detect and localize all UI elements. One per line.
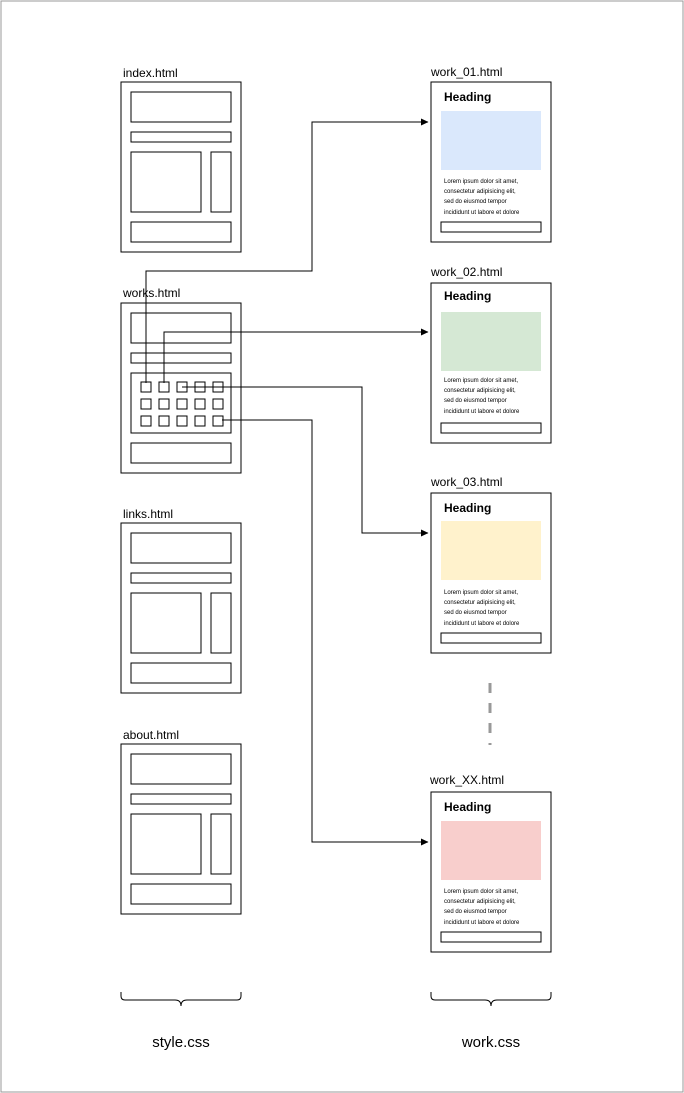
lorem-line: incididunt ut labore et dolore	[444, 920, 520, 926]
work-thumbnail	[212, 415, 224, 427]
lorem-line: consectetur adipisicing elit,	[444, 388, 516, 394]
page-work-03: work_03.html Heading Lorem ipsum dolor s…	[430, 475, 552, 654]
page-title-links: links.html	[123, 507, 173, 521]
page-frame	[430, 791, 552, 953]
footer-block	[440, 632, 542, 644]
main-block	[130, 151, 202, 213]
page-index: index.html	[120, 66, 242, 253]
page-title-about: about.html	[123, 728, 179, 742]
lorem-line: Lorem ipsum dolor sit amet,	[444, 889, 518, 895]
footer-block	[130, 883, 232, 905]
lorem-line: sed do eiusmod tempor	[444, 398, 507, 404]
page-work-01: work_01.html Heading Lorem ipsum dolor s…	[430, 65, 552, 243]
page-frame	[120, 743, 242, 915]
nav-block	[130, 572, 232, 584]
caption-work-css: work.css	[461, 1034, 520, 1051]
lorem-line: incididunt ut labore et dolore	[444, 210, 520, 216]
work-thumbnail	[176, 398, 188, 410]
nav-block	[130, 793, 232, 805]
page-frame	[120, 522, 242, 694]
work-heading: Heading	[444, 90, 491, 104]
header-block	[130, 532, 232, 564]
footer-block	[130, 442, 232, 464]
page-works: works.html	[120, 286, 242, 474]
page-title-work-03: work_03.html	[430, 475, 502, 489]
link-arrow-work-01	[145, 118, 429, 383]
page-about: about.html	[120, 728, 242, 915]
link-arrow-work-03	[182, 386, 429, 537]
caption-style-css: style.css	[152, 1034, 210, 1051]
page-title-work-xx: work_XX.html	[429, 773, 504, 787]
page-work-xx: work_XX.html Heading Lorem ipsum dolor s…	[429, 773, 552, 953]
work-image-placeholder	[441, 312, 541, 371]
page-frame	[120, 302, 242, 474]
lorem-line: consectetur adipisicing elit,	[444, 600, 516, 606]
lorem-line: sed do eiusmod tempor	[444, 199, 507, 205]
footer-block	[440, 221, 542, 233]
header-block	[130, 312, 232, 344]
page-work-02: work_02.html Heading Lorem ipsum dolor s…	[430, 265, 552, 444]
page-title-index: index.html	[123, 66, 178, 80]
brace-style-css	[120, 992, 242, 1007]
sidebar-block	[210, 592, 232, 654]
main-block	[130, 592, 202, 654]
work-thumbnail	[158, 398, 170, 410]
work-heading: Heading	[444, 289, 491, 303]
work-thumbnail	[140, 381, 152, 393]
thumbnail-grid	[140, 381, 224, 427]
page-frame	[120, 81, 242, 253]
work-thumbnail	[158, 381, 170, 393]
link-arrow-work-02	[163, 328, 429, 383]
footer-block	[130, 221, 232, 243]
page-frame	[430, 282, 552, 444]
page-frame	[430, 492, 552, 654]
work-thumbnail	[194, 398, 206, 410]
work-heading: Heading	[444, 501, 491, 515]
lorem-line: incididunt ut labore et dolore	[444, 409, 520, 415]
main-block	[130, 813, 202, 875]
work-thumbnail	[140, 415, 152, 427]
page-title-work-01: work_01.html	[430, 65, 502, 79]
work-image-placeholder	[441, 521, 541, 580]
footer-block	[130, 662, 232, 684]
page-links: links.html	[120, 507, 242, 694]
header-block	[130, 753, 232, 785]
page-title-works: works.html	[122, 286, 180, 300]
lorem-line: consectetur adipisicing elit,	[444, 899, 516, 905]
work-thumbnail	[176, 415, 188, 427]
lorem-line: Lorem ipsum dolor sit amet,	[444, 179, 518, 185]
lorem-line: Lorem ipsum dolor sit amet,	[444, 378, 518, 384]
work-thumbnail	[140, 398, 152, 410]
page-frame	[430, 81, 552, 243]
work-thumbnail	[212, 398, 224, 410]
lorem-line: incididunt ut labore et dolore	[444, 621, 520, 627]
header-block	[130, 91, 232, 123]
nav-block	[130, 352, 232, 364]
work-image-placeholder	[441, 821, 541, 880]
brace-work-css	[430, 992, 552, 1007]
lorem-line: sed do eiusmod tempor	[444, 909, 507, 915]
work-thumbnail	[194, 415, 206, 427]
work-image-placeholder	[441, 111, 541, 170]
work-heading: Heading	[444, 800, 491, 814]
sidebar-block	[210, 813, 232, 875]
lorem-line: consectetur adipisicing elit,	[444, 189, 516, 195]
link-arrow-work-xx	[222, 419, 429, 846]
nav-block	[130, 131, 232, 143]
lorem-line: sed do eiusmod tempor	[444, 610, 507, 616]
work-thumbnail	[158, 415, 170, 427]
footer-block	[440, 931, 542, 943]
sidebar-block	[210, 151, 232, 213]
lorem-line: Lorem ipsum dolor sit amet,	[444, 590, 518, 596]
gallery-block	[130, 372, 232, 434]
footer-block	[440, 422, 542, 434]
page-title-work-02: work_02.html	[430, 265, 502, 279]
